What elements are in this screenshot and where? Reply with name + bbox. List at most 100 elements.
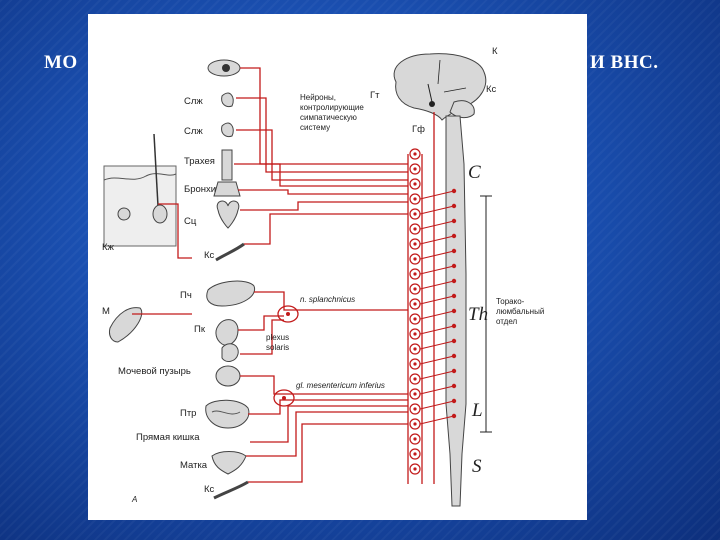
liver-icon — [206, 280, 256, 307]
ganglion-mesenteric — [273, 389, 295, 407]
trunk-ganglion-core — [413, 452, 417, 456]
preganglionic-fibre — [419, 265, 455, 275]
label-brain-k: К — [492, 46, 498, 57]
spinal-neuron — [451, 353, 457, 359]
trunk-ganglion-core — [413, 182, 417, 186]
sympathetic-diagram: Слж Слж Трахея Бронхи Сц Кс Кж М Пч Пк М… — [88, 14, 587, 520]
trunk-ganglion-core — [413, 272, 417, 276]
preganglionic-fibre — [419, 280, 455, 290]
trunk-ganglion-core — [413, 152, 417, 156]
label-uterus: Матка — [180, 460, 208, 471]
ganglion-solar — [277, 305, 299, 323]
trunk-ganglion-core — [413, 287, 417, 291]
preganglionic-fibre — [419, 190, 455, 200]
segment-th: Th — [468, 304, 488, 325]
trunk-ganglion — [409, 178, 421, 190]
thoracolumbar-line2: люмбальный — [496, 307, 544, 316]
label-plexus: plexus — [266, 333, 289, 342]
trunk-ganglion-core — [413, 332, 417, 336]
trachea-icon — [213, 149, 241, 197]
spinal-neuron — [451, 233, 457, 239]
spinal-neuron — [451, 308, 457, 314]
trunk-ganglion-core — [413, 377, 417, 381]
trunk-ganglion — [409, 463, 421, 475]
label-rectum: Прямая кишка — [136, 432, 200, 443]
preganglionic-fibre — [419, 310, 455, 320]
label-liver: Пч — [180, 290, 192, 301]
spinal-neuron — [451, 293, 457, 299]
preganglionic-fibre — [419, 415, 455, 425]
trunk-ganglion-core — [413, 362, 417, 366]
thoracolumbar-line1: Торако- — [496, 297, 525, 306]
segment-s: S — [472, 456, 482, 477]
spinal-neuron — [451, 248, 457, 254]
trunk-ganglion-core — [413, 467, 417, 471]
label-brain-ks: Кс — [486, 84, 497, 95]
trunk-ganglion — [409, 163, 421, 175]
neurons-note-line3: симпатическую — [300, 113, 357, 122]
label-skin: Кж — [102, 242, 115, 253]
label-trachea: Трахея — [184, 156, 215, 167]
spinal-neuron — [451, 218, 457, 224]
label-kidney: Пк — [194, 324, 206, 335]
trunk-ganglion-core — [413, 407, 417, 411]
vessel-icon-lower — [213, 480, 249, 500]
trunk-ganglion-core — [413, 257, 417, 261]
preganglionic-fibre — [419, 325, 455, 335]
bladder-icon — [215, 365, 241, 387]
label-brain-gf: Гф — [412, 124, 425, 135]
spinal-neuron — [451, 383, 457, 389]
trunk-ganglion — [409, 148, 421, 160]
neurons-note-line1: Нейроны, — [300, 93, 336, 102]
kidney-icon — [215, 319, 239, 362]
slide-title-left: МО — [44, 52, 78, 73]
label-muscle: М — [102, 306, 110, 317]
skin-section-icon — [103, 133, 177, 247]
trunk-ganglion-core — [413, 197, 417, 201]
nerve-fibres — [132, 67, 435, 484]
trunk-ganglion — [409, 433, 421, 445]
label-lacrimal-1: Слж — [184, 96, 203, 107]
label-mesentericum: gl. mesentericum inferius — [296, 381, 385, 390]
trunk-ganglion-core — [413, 392, 417, 396]
lacrimal-gland-icon — [221, 92, 234, 137]
spinal-neuron — [451, 278, 457, 284]
trunk-ganglion-core — [413, 242, 417, 246]
sympathetic-trunk — [409, 148, 457, 475]
neurons-note-line4: систему — [300, 123, 330, 132]
neurons-note-line2: контролирующие — [300, 103, 364, 112]
spinal-neuron — [451, 263, 457, 269]
trunk-ganglion-core — [413, 167, 417, 171]
preganglionic-fibre — [419, 205, 455, 215]
preganglionic-fibre — [419, 295, 455, 305]
spinal-neuron — [451, 338, 457, 344]
preganglionic-fibre — [419, 250, 455, 260]
vessel-icon-upper — [215, 242, 245, 262]
thoracolumbar-line3: отдел — [496, 317, 518, 326]
label-brain-gt: Гт — [370, 90, 380, 101]
label-bladder: Мочевой пузырь — [118, 366, 191, 377]
figure-number: А — [131, 495, 137, 504]
label-vessels-lower: Кс — [204, 484, 215, 495]
spinal-neuron — [451, 323, 457, 329]
spinal-neuron — [451, 398, 457, 404]
preganglionic-fibre — [419, 220, 455, 230]
trunk-ganglion-core — [413, 227, 417, 231]
trunk-ganglion-core — [413, 437, 417, 441]
label-heart: Сц — [184, 216, 197, 227]
spinal-neuron — [451, 368, 457, 374]
preganglionic-fibre — [419, 385, 455, 395]
preganglionic-fibre — [419, 355, 455, 365]
spinal-neuron — [451, 188, 457, 194]
spinal-neuron — [451, 203, 457, 209]
spinal-neuron — [451, 413, 457, 419]
trunk-ganglion — [409, 448, 421, 460]
label-solaris: solaris — [266, 343, 289, 352]
trunk-ganglion-core — [413, 212, 417, 216]
slide-title-right: И ВНС. — [590, 52, 659, 73]
preganglionic-fibre — [419, 235, 455, 245]
label-lacrimal-2: Слж — [184, 126, 203, 137]
trunk-ganglion-core — [413, 347, 417, 351]
trunk-ganglion-core — [413, 302, 417, 306]
eye-icon — [207, 59, 241, 77]
